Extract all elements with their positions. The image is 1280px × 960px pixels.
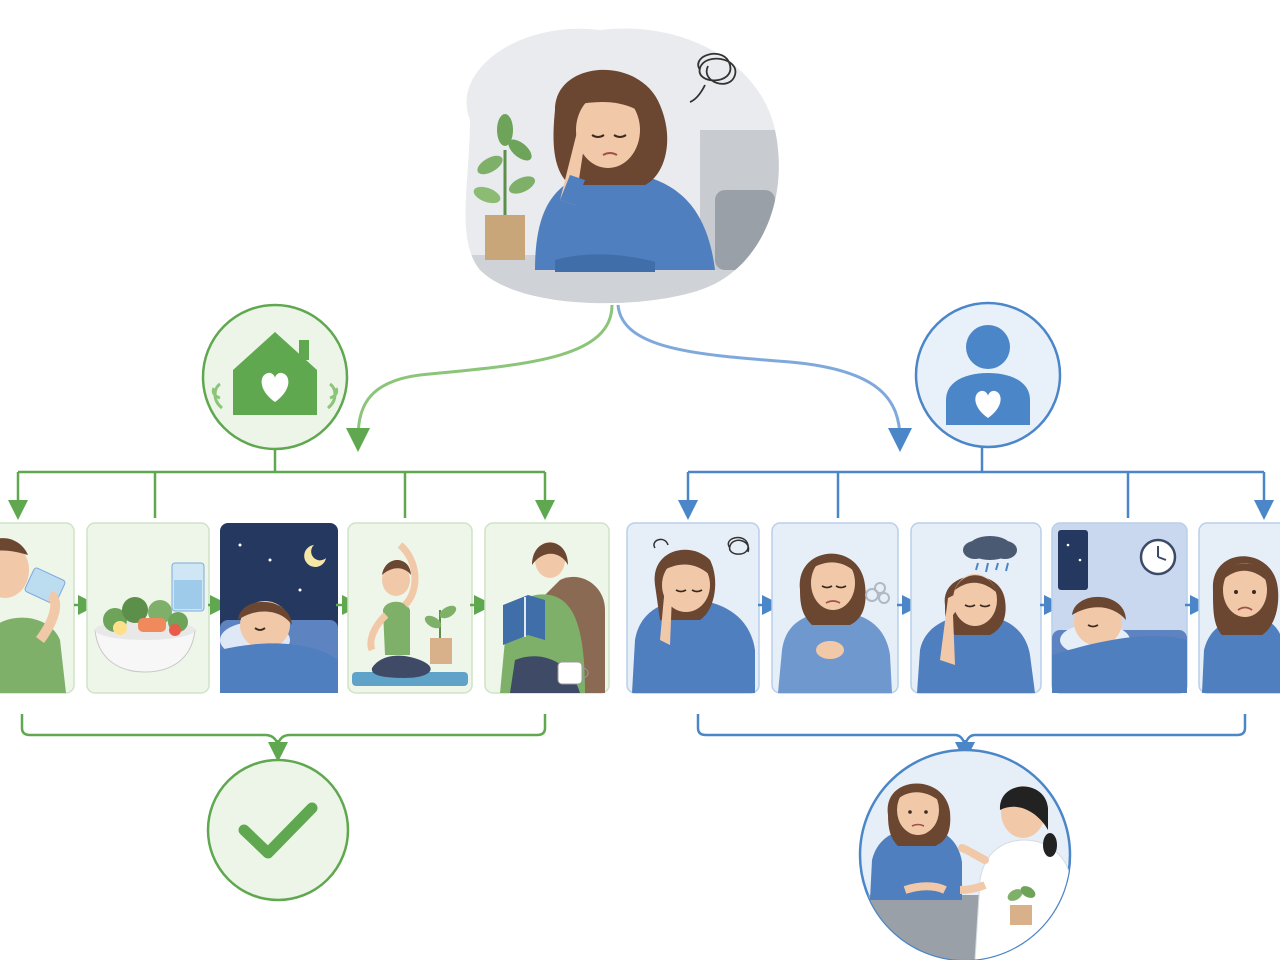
chest-discomfort-panel bbox=[771, 522, 899, 694]
headache-stress-panel bbox=[626, 522, 760, 694]
clock-icon bbox=[1139, 538, 1177, 576]
person-heart-icon bbox=[914, 301, 1062, 449]
rain-cloud-icon bbox=[963, 536, 1017, 573]
insomnia-panel bbox=[1051, 522, 1188, 694]
low-mood-panel bbox=[910, 522, 1042, 694]
stress-scribble-icon bbox=[689, 53, 737, 103]
professional-merge-lines bbox=[696, 714, 1247, 762]
connector-to-professional bbox=[616, 304, 912, 452]
professional-branch-lines bbox=[678, 448, 1274, 520]
connector-to-selfcare bbox=[346, 304, 614, 452]
persistent-sadness-panel bbox=[1198, 522, 1280, 694]
moon-icon bbox=[304, 545, 326, 567]
yoga-stretch-panel bbox=[347, 522, 473, 694]
breath-puff-icon bbox=[865, 582, 890, 604]
doctor-consultation-illustration bbox=[858, 748, 1072, 960]
stress-scribble-icon bbox=[653, 536, 750, 555]
potted-plant-icon bbox=[473, 114, 536, 260]
stressed-woman-illustration bbox=[465, 28, 779, 304]
checkmark-icon bbox=[206, 758, 350, 902]
sleep-at-night-panel bbox=[220, 523, 338, 693]
home-heart-icon bbox=[201, 303, 349, 451]
healthy-meal-panel bbox=[86, 522, 210, 694]
drinking-water-panel bbox=[0, 522, 75, 694]
reading-relax-panel bbox=[484, 522, 610, 694]
selfcare-merge-lines bbox=[20, 714, 547, 762]
selfcare-branch-lines bbox=[8, 450, 555, 520]
